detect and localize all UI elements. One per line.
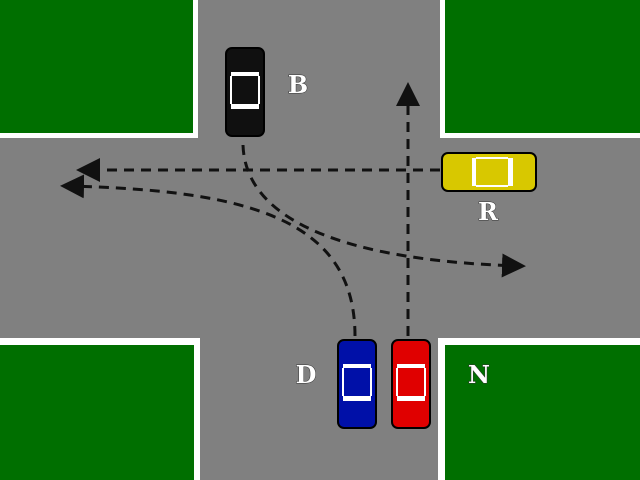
car-label-b: B [288,70,308,99]
car-n [391,339,431,429]
car-b [225,47,265,137]
car-r [441,152,537,192]
car-label-n: N [468,360,490,389]
path-d-left-turn [60,174,357,337]
grass-bottom-left [0,338,200,480]
grass-top-right [440,0,640,138]
car-d [337,339,377,429]
grass-top-left [0,0,198,138]
car-label-d: D [296,360,317,389]
grass-bottom-right [438,338,640,480]
car-label-r: R [478,197,499,226]
